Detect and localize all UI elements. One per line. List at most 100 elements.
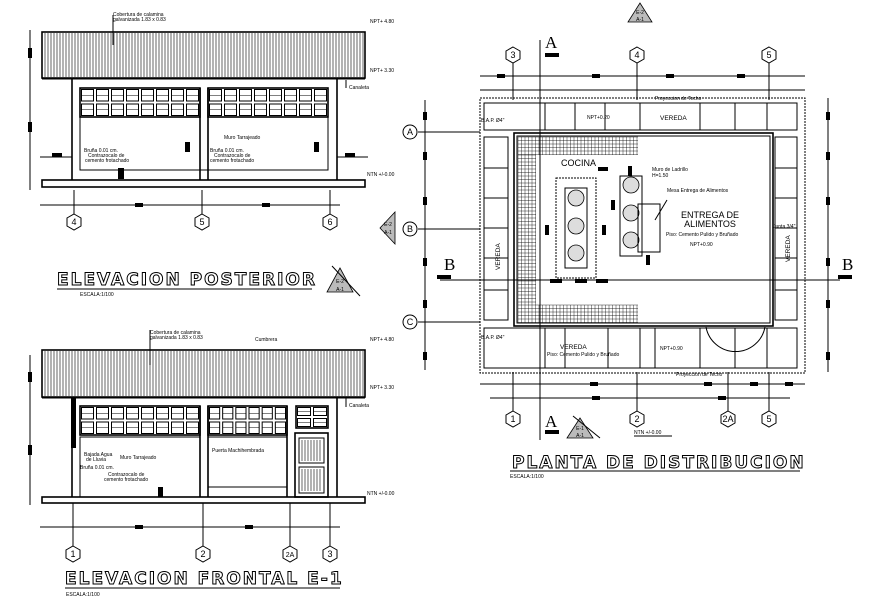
planta-distribucion: Proyeccion de Techo Proyeccion de Techo …	[379, 2, 853, 480]
burner	[567, 244, 585, 262]
svg-text:Puerta Machihembrada: Puerta Machihembrada	[212, 448, 264, 454]
axis-bubble-b: B	[402, 221, 418, 237]
svg-text:NPT+0.90: NPT+0.90	[660, 346, 683, 352]
svg-text:A: A	[545, 412, 558, 431]
svg-text:B: B	[842, 255, 853, 274]
axis-bubble-5: 5	[761, 410, 777, 428]
svg-text:Mesa Entrega de Alimentos: Mesa Entrega de Alimentos	[667, 188, 729, 194]
title-elevacion-posterior: ELEVACION POSTERIOR	[57, 270, 317, 290]
roof-projection	[479, 97, 806, 374]
svg-text:6: 6	[327, 217, 332, 227]
svg-text:E-2: E-2	[336, 279, 344, 285]
room-label-entrega: ENTREGA DE	[681, 210, 739, 220]
section-mark-top: E-2 A-1	[627, 2, 653, 23]
svg-text:NTN +/-0.00: NTN +/-0.00	[634, 430, 662, 436]
svg-text:Proyeccion de Techo: Proyeccion de Techo	[655, 96, 702, 102]
svg-text:Canaleta: Canaleta	[349, 403, 369, 409]
downspout	[71, 398, 76, 448]
svg-text:E-1: E-1	[576, 426, 584, 432]
svg-text:NTN +/-0.00: NTN +/-0.00	[367, 491, 395, 497]
svg-text:NPT+0.20: NPT+0.20	[587, 115, 610, 121]
axis-bubble-4: 4	[629, 46, 645, 64]
svg-text:ESCALA:1/100: ESCALA:1/100	[510, 474, 544, 480]
door	[294, 432, 329, 498]
axis-bubble-2: 2	[195, 503, 211, 563]
svg-text:A-1: A-1	[336, 287, 344, 293]
svg-text:5: 5	[199, 217, 204, 227]
axis-bubble-6: 6	[322, 190, 338, 231]
floor-slab	[41, 496, 366, 504]
label-roof: Cobertura de calamina	[113, 12, 164, 18]
svg-text:A-1: A-1	[384, 230, 392, 236]
window-louvers	[79, 87, 201, 118]
axis-bubble-1: 1	[65, 503, 81, 563]
svg-text:Proyeccion de Techo: Proyeccion de Techo	[676, 372, 723, 378]
burner	[622, 204, 640, 222]
svg-text:NPT+0.90: NPT+0.90	[690, 242, 713, 248]
svg-text:Piso: Cemento Pulido y Bruñado: Piso: Cemento Pulido y Bruñado	[547, 352, 619, 358]
room-label-cocina: COCINA	[561, 158, 596, 168]
title-planta: PLANTA DE DISTRIBUCION	[512, 453, 806, 473]
svg-text:Muro Tarrajeado: Muro Tarrajeado	[224, 135, 261, 141]
axis-bubble-c: C	[402, 314, 418, 330]
svg-text:C: C	[407, 317, 414, 327]
section-mark-a: E-1 A-1	[566, 415, 601, 439]
svg-text:Bruña 0.01 cm.: Bruña 0.01 cm.	[210, 148, 244, 154]
svg-text:5: 5	[766, 50, 771, 60]
roof-corrugation	[44, 33, 364, 77]
burner	[567, 189, 585, 207]
svg-text:B.A.P. Ø4": B.A.P. Ø4"	[481, 118, 505, 124]
window-louvers	[207, 405, 288, 436]
svg-text:2: 2	[200, 549, 205, 559]
svg-text:5: 5	[766, 414, 771, 424]
svg-text:VEREDA: VEREDA	[660, 115, 687, 122]
svg-text:E-2: E-2	[384, 222, 392, 228]
svg-text:VEREDA: VEREDA	[560, 344, 587, 351]
window-louvers	[207, 87, 329, 118]
axis-bubble-4: 4	[66, 190, 82, 231]
section-mark-b: E-2 A-1	[379, 210, 396, 246]
svg-text:Junta 3/4": Junta 3/4"	[773, 224, 796, 230]
svg-text:Muro Tarrajeado: Muro Tarrajeado	[120, 455, 157, 461]
roof-hatched	[41, 31, 366, 79]
title-elevacion-frontal: ELEVACION FRONTAL E-1	[65, 569, 344, 589]
building-walls	[513, 132, 774, 327]
label-npt-mid: NPT+ 3.30	[370, 68, 394, 74]
svg-text:B: B	[444, 255, 455, 274]
svg-text:A-1: A-1	[636, 17, 644, 23]
roof-corrugation	[44, 351, 364, 396]
svg-text:Piso: Cemento Pulido y Bruñado: Piso: Cemento Pulido y Bruñado	[666, 232, 738, 238]
svg-text:VEREDA: VEREDA	[495, 243, 502, 270]
svg-text:NPT+ 3.30: NPT+ 3.30	[370, 385, 394, 391]
svg-text:Bruña 0.01 cm.: Bruña 0.01 cm.	[80, 465, 114, 471]
svg-text:Bruña 0.01 cm.: Bruña 0.01 cm.	[84, 148, 118, 154]
scale-label: ESCALA:1/100	[80, 292, 114, 298]
svg-text:3: 3	[327, 549, 332, 559]
svg-text:A: A	[407, 127, 413, 137]
svg-text:A-1: A-1	[576, 433, 584, 439]
svg-text:VEREDA: VEREDA	[785, 235, 792, 262]
burner	[622, 176, 640, 194]
roof-hatched	[41, 349, 366, 398]
axis-bubble-2a: 2A	[720, 410, 736, 428]
label-ntn: NTN +/-0.00	[367, 172, 395, 178]
svg-text:2A: 2A	[286, 552, 295, 559]
label-canaleta: Canaleta	[349, 85, 369, 91]
burner	[622, 231, 640, 249]
label-npt-top: NPT+ 4.80	[370, 19, 394, 25]
svg-text:E-2: E-2	[636, 10, 644, 16]
svg-text:1: 1	[510, 414, 515, 424]
svg-text:2A: 2A	[722, 414, 733, 424]
svg-text:1: 1	[70, 549, 75, 559]
svg-text:ESCALA:1/100: ESCALA:1/100	[66, 592, 100, 598]
